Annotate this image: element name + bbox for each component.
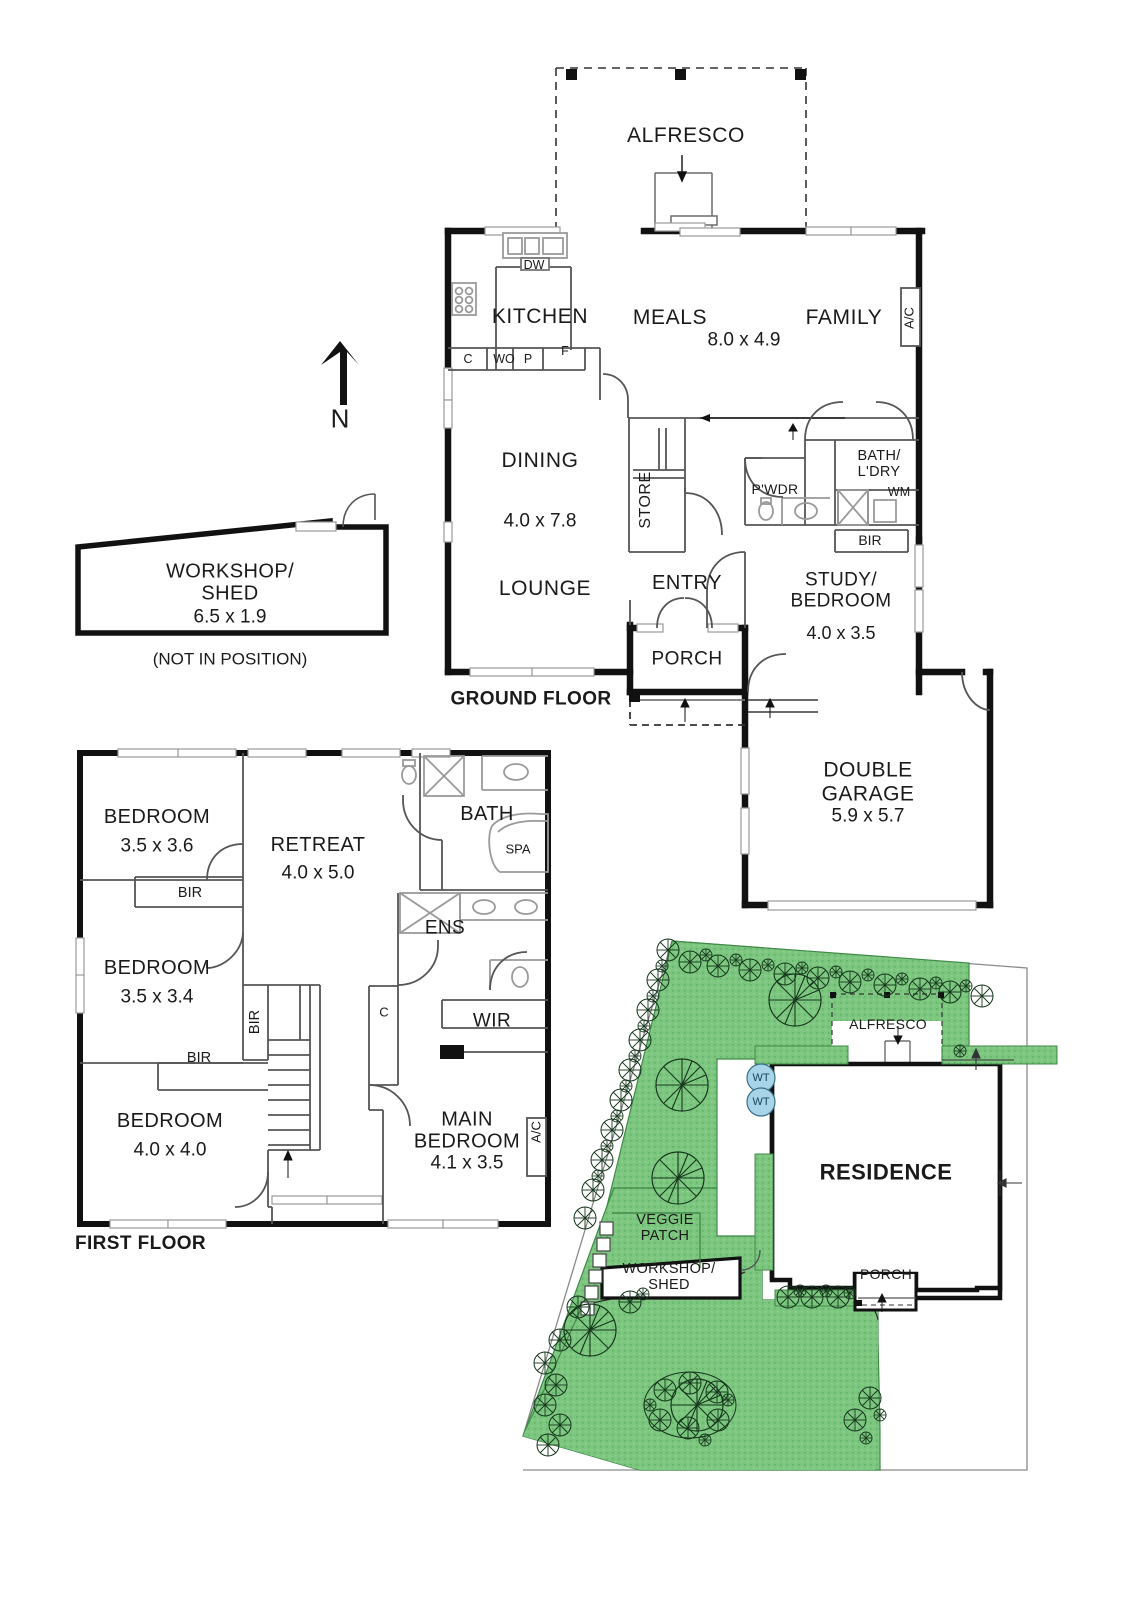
room-dims-family: 8.0 x 4.9: [707, 329, 781, 351]
room-dims-bedroom-2: 3.5 x 3.6: [120, 835, 194, 857]
room-dims-retreat: 4.0 x 5.0: [281, 862, 355, 884]
room-dims-double-garage: 5.9 x 5.7: [831, 805, 905, 827]
water-tank-group: [746, 1063, 776, 1117]
bir-label-ff-3: BIR: [186, 1049, 212, 1066]
veggie-patch-boxes: [580, 1221, 614, 1316]
room-label-meals: MEALS: [632, 306, 708, 330]
site-label-porch: PORCH: [859, 1266, 913, 1283]
alfresco-posts: [566, 69, 806, 80]
workshop-dims: 6.5 x 1.9: [193, 606, 267, 628]
bir-label-ff-2: BIR: [246, 1009, 263, 1035]
room-label-alfresco: ALFRESCO: [627, 124, 745, 148]
aircon-label-first: A/C: [528, 1121, 544, 1143]
alfresco-door-arrow-icon: [676, 155, 688, 183]
ground-floor-title: GROUND FLOOR: [450, 688, 612, 710]
room-label-porch: PORCH: [651, 648, 723, 670]
room-label-bedroom-2: BEDROOM: [103, 805, 211, 828]
north-arrow-icon: [321, 341, 359, 405]
site-label-veggie-patch: VEGGIE PATCH: [636, 1211, 694, 1244]
site-label-workshop-shed: WORKSHOP/ SHED: [622, 1260, 716, 1293]
room-label-entry: ENTRY: [652, 571, 722, 594]
bir-label-ff-1: BIR: [177, 884, 203, 901]
room-label-double-garage: DOUBLE GARAGE: [821, 758, 915, 805]
room-label-store: STORE: [637, 471, 655, 529]
site-label-water-tank-1: WT: [752, 1071, 770, 1084]
room-label-family: FAMILY: [805, 306, 883, 330]
first-floor-plan: [75, 748, 551, 1229]
site-porch: [853, 1274, 918, 1312]
fridge-label-f: F: [561, 344, 569, 358]
detached-workshop-plan: [75, 493, 389, 636]
north-label: N: [330, 403, 350, 434]
site-label-alfresco: ALFRESCO: [849, 1016, 927, 1033]
room-label-bath: BATH: [460, 802, 514, 825]
room-dims-study-bedroom: 4.0 x 3.5: [806, 622, 876, 643]
room-label-powder: P'WDR: [751, 481, 799, 498]
workshop-window: [295, 521, 337, 532]
first-floor-interior: [80, 753, 549, 1224]
workshop-label: WORKSHOP/ SHED: [165, 560, 295, 605]
ground-floor-interior: [448, 232, 991, 726]
first-floor-windows: [75, 748, 499, 1229]
site-plan: [522, 938, 1058, 1471]
site-workshop-shed: [600, 1249, 761, 1300]
ground-floor-plan: [443, 67, 994, 911]
first-floor-title: FIRST FLOOR: [75, 1233, 207, 1254]
washing-machine-label: WM: [887, 485, 911, 499]
alfresco-outline: [555, 67, 807, 228]
room-label-bedroom-3: BEDROOM: [103, 956, 211, 979]
workshop-door-swing: [342, 493, 376, 528]
site-label-residence: RESIDENCE: [819, 1159, 953, 1185]
ground-floor-windows: [443, 222, 977, 911]
room-label-study-bedroom: STUDY/ BEDROOM: [790, 569, 892, 612]
site-label-water-tank-2: WT: [752, 1095, 770, 1108]
alfresco-step: [654, 172, 718, 228]
spa-label: SPA: [505, 841, 531, 857]
room-label-bath-laundry: BATH/ L'DRY: [857, 447, 901, 480]
room-label-dining: DINING: [501, 449, 579, 473]
site-trees: [533, 938, 994, 1457]
room-label-retreat: RETREAT: [270, 833, 366, 856]
appliance-label-wo: WO: [493, 352, 515, 366]
site-dimension-arrows: [942, 1047, 1022, 1196]
room-label-ensuite: ENS: [424, 917, 466, 939]
room-dims-main-bedroom: 4.1 x 3.5: [430, 1152, 504, 1174]
workshop-note: (NOT IN POSITION): [152, 649, 308, 669]
room-dims-bedroom-4: 4.0 x 4.0: [133, 1139, 207, 1161]
appliance-label-dw: DW: [523, 258, 545, 272]
closet-label-c-ff: C: [379, 1004, 389, 1020]
veggie-patch-outline: [612, 1212, 701, 1268]
room-label-lounge: LOUNGE: [498, 577, 592, 601]
aircon-label-ground: A/C: [901, 307, 917, 329]
pantry-label-p: P: [523, 352, 533, 366]
room-label-bedroom-4: BEDROOM: [116, 1109, 224, 1132]
cupboard-label-c: C: [463, 352, 473, 366]
room-label-kitchen: KITCHEN: [491, 305, 589, 329]
room-dims-bedroom-3: 3.5 x 3.4: [120, 986, 194, 1008]
room-dims-dining: 4.0 x 7.8: [503, 510, 577, 532]
bir-label-ground: BIR: [858, 532, 882, 549]
room-label-main-bedroom: MAIN BEDROOM: [413, 1108, 521, 1153]
room-label-wir: WIR: [472, 1010, 512, 1032]
